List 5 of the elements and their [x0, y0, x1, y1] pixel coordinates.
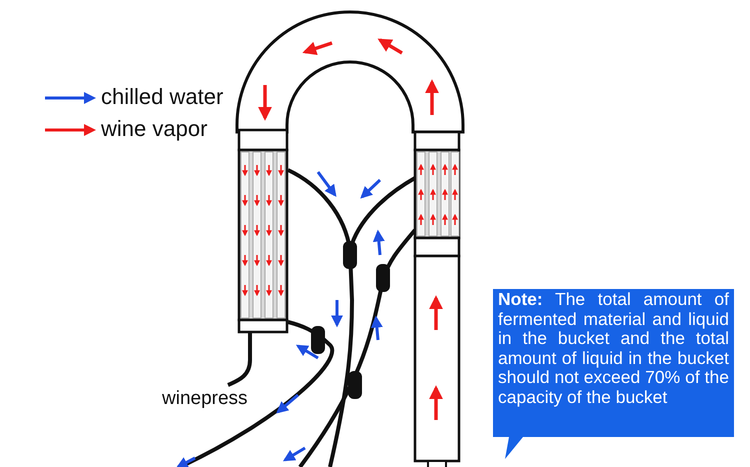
part-label: winepress — [162, 388, 248, 410]
legend-text: chilled water — [101, 84, 224, 110]
callout-box — [493, 289, 734, 459]
note-text: Note: The total amount of fermented material and liquid in the bucket and the total amount of liquid in the bucket should not exceed 70% of the capacity of the bucket — [498, 290, 729, 408]
legend-text: wine vapor — [101, 116, 208, 142]
